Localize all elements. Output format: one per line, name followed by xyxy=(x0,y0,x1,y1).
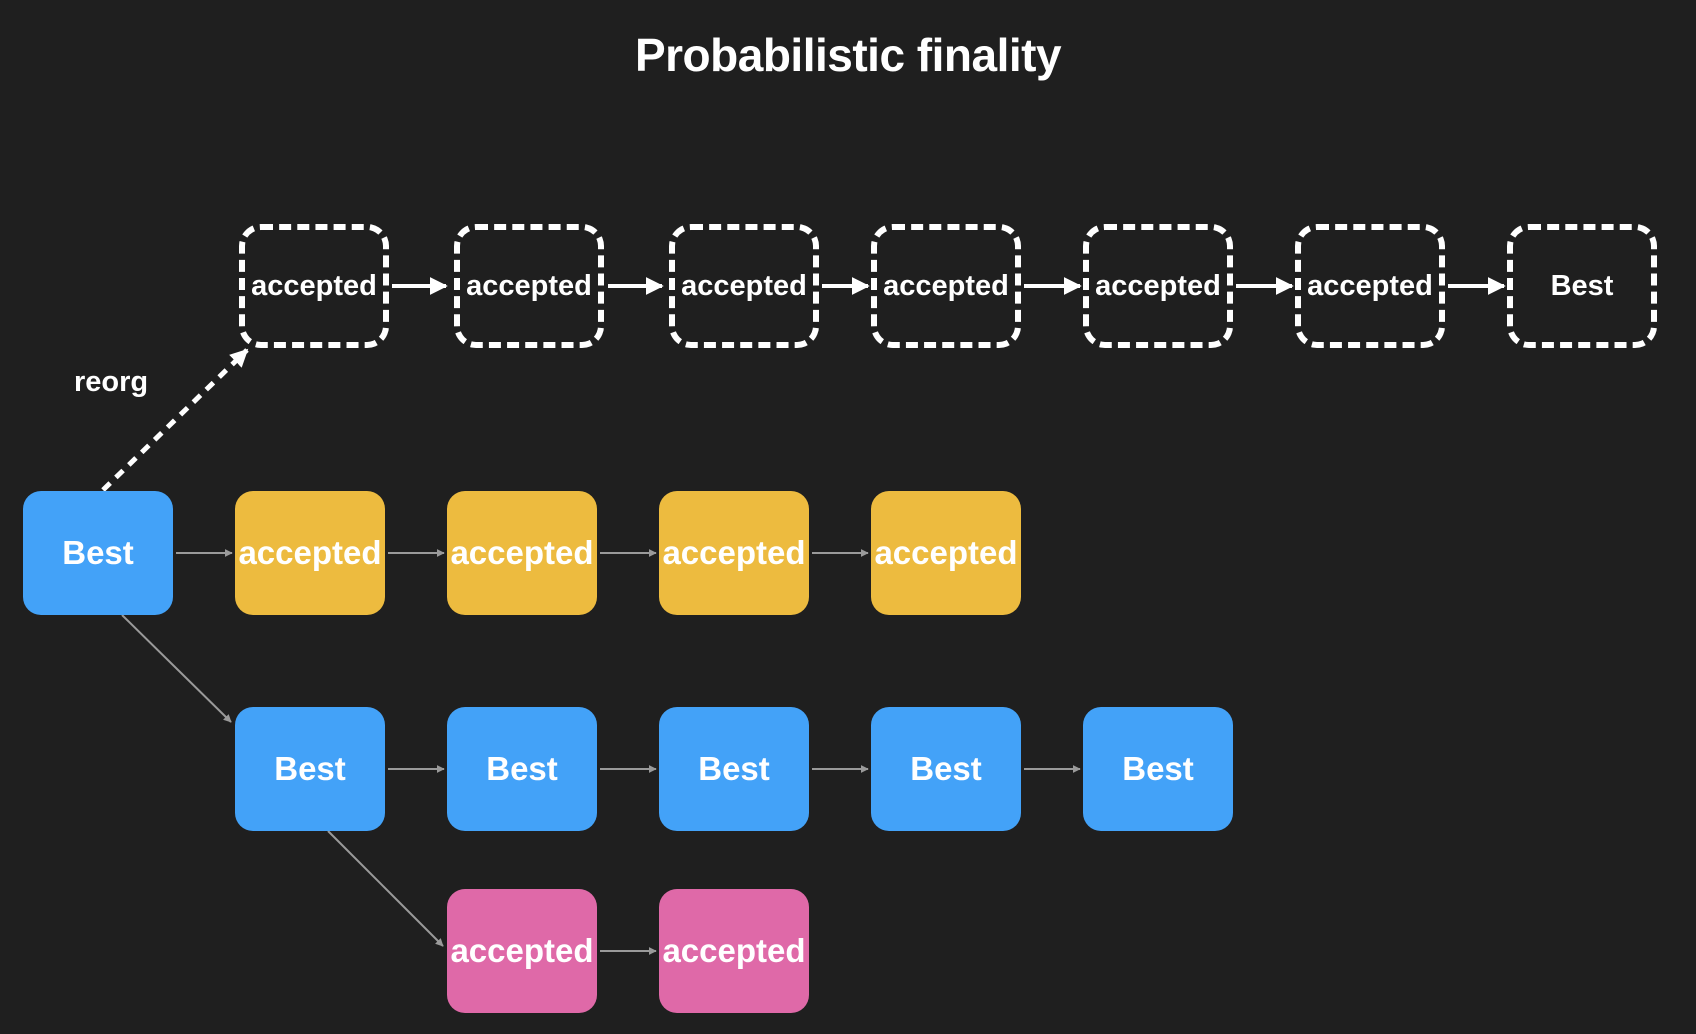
accepted-block: accepted xyxy=(659,491,809,615)
best-block: Best xyxy=(447,707,597,831)
fork-edge xyxy=(121,614,232,723)
accepted-block: accepted xyxy=(871,491,1021,615)
origin-block: Best xyxy=(23,491,173,615)
ghost-block: accepted xyxy=(239,224,389,348)
best-block: Best xyxy=(659,707,809,831)
ghost-block: accepted xyxy=(871,224,1021,348)
ghost-block: accepted xyxy=(1295,224,1445,348)
ghost-block: Best xyxy=(1507,224,1657,348)
diagram-title: Probabilistic finality xyxy=(634,29,1062,81)
fork-edge xyxy=(327,830,444,947)
accepted-block: accepted xyxy=(447,491,597,615)
ghost-block: accepted xyxy=(454,224,604,348)
ghost-block: accepted xyxy=(669,224,819,348)
reorg-label: reorg xyxy=(74,366,149,398)
best-block: Best xyxy=(235,707,385,831)
orphan-block: accepted xyxy=(659,889,809,1013)
best-block: Best xyxy=(871,707,1021,831)
ghost-block: accepted xyxy=(1083,224,1233,348)
reorg-arrow xyxy=(101,348,249,492)
best-block: Best xyxy=(1083,707,1233,831)
orphan-block: accepted xyxy=(447,889,597,1013)
accepted-block: accepted xyxy=(235,491,385,615)
